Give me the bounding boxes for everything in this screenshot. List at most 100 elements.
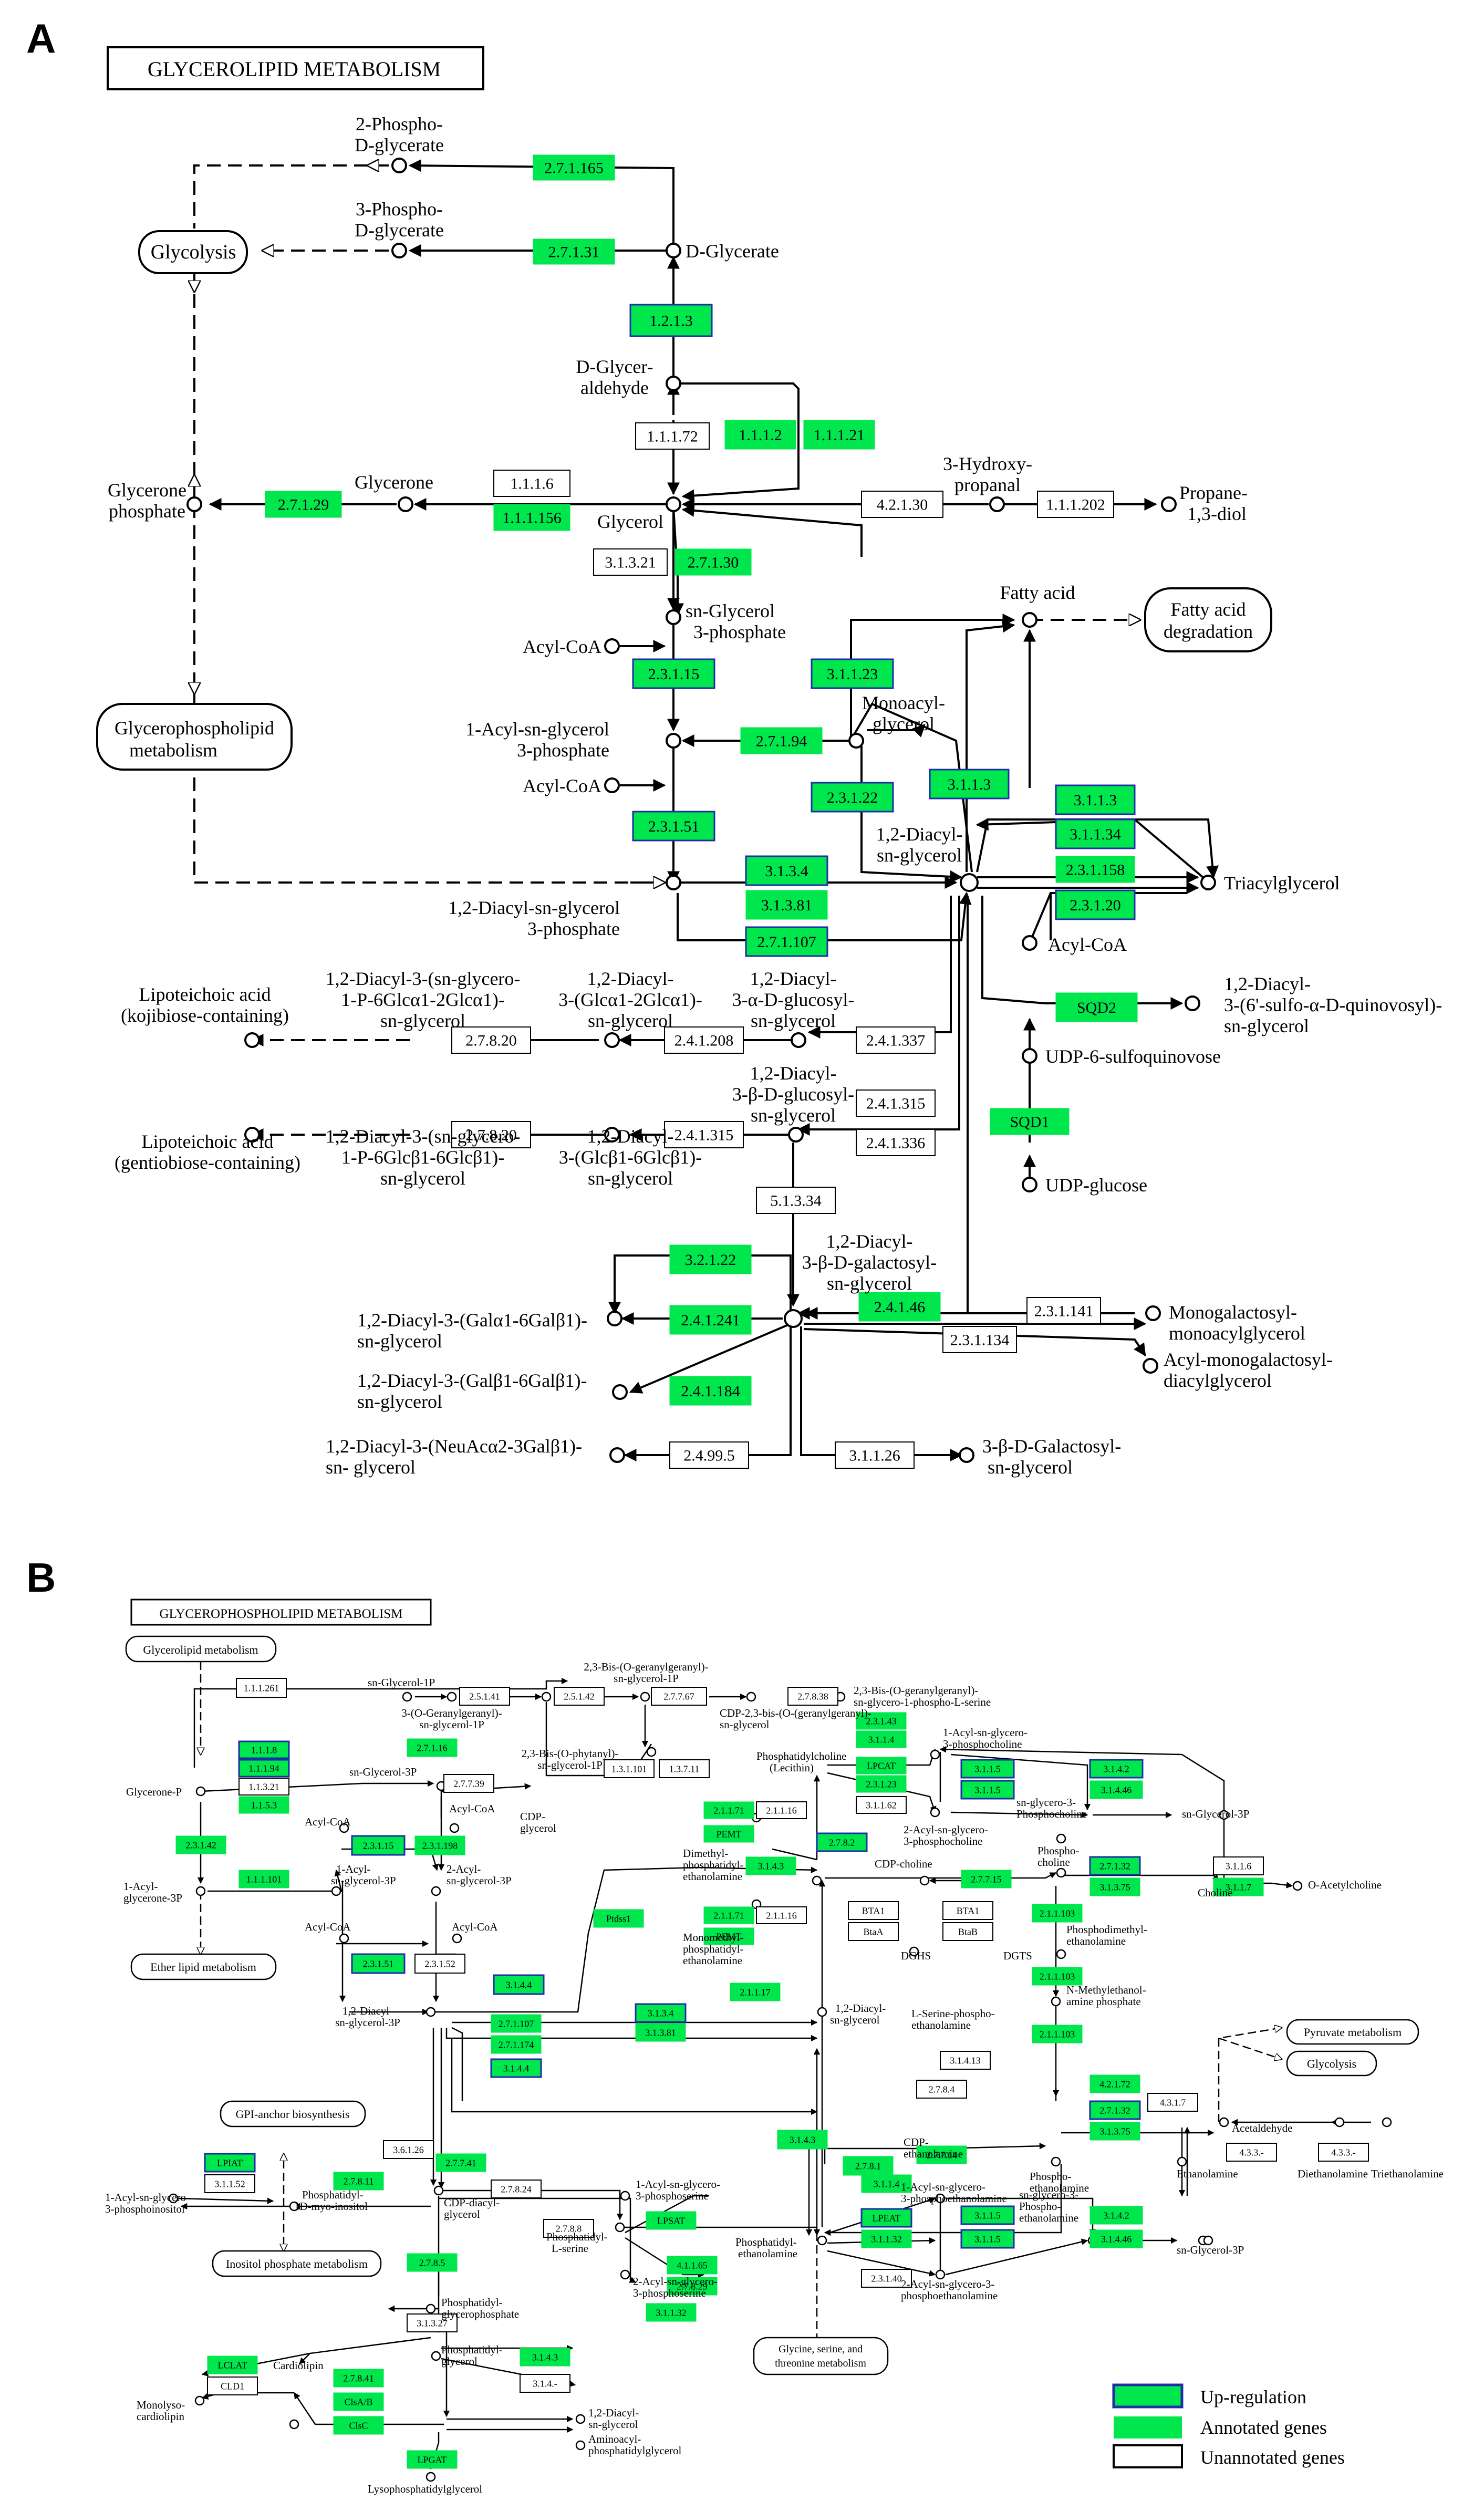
enzyme-e23120[interactable]: 2.3.1.20 — [1055, 889, 1136, 920]
enzyme-e3143c[interactable]: 3.1.4.3 — [520, 2348, 570, 2367]
enzyme-e11194[interactable]: 1.1.1.94 — [238, 1759, 290, 1778]
enzyme-e31132b[interactable]: 3.1.1.32 — [861, 2229, 912, 2248]
enzyme-lpsat[interactable]: LPSAT — [646, 2211, 697, 2230]
enzyme-e211171b[interactable]: 2.1.1.71 — [703, 1906, 754, 1924]
enzyme-e41165[interactable]: 4.1.1.65 — [667, 2256, 718, 2275]
enzyme-e3114b[interactable]: 3.1.1.4 — [861, 2174, 912, 2193]
enzyme-lpiat[interactable]: LPIAT — [204, 2153, 256, 2173]
enzyme-e23151[interactable]: 2.3.1.51 — [632, 811, 715, 842]
enzyme-pemt1[interactable]: PEMT — [703, 1825, 754, 1843]
enzyme-e31152[interactable]: 3.1.1.52 — [204, 2174, 255, 2193]
enzyme-e31375b[interactable]: 3.1.3.75 — [1089, 2122, 1140, 2141]
enzyme-e211117[interactable]: 2.1.1.17 — [730, 1983, 781, 2001]
enzyme-e111202[interactable]: 1.1.1.202 — [1037, 491, 1114, 518]
enzyme-e25142[interactable]: 2.5.1.42 — [554, 1687, 605, 1706]
enzyme-e24995[interactable]: 2.4.99.5 — [669, 1441, 749, 1469]
enzyme-e31462a[interactable]: 3.1.4.2 — [1089, 1759, 1144, 1779]
enzyme-ptdss1[interactable]: Ptdss1 — [593, 1909, 644, 1928]
enzyme-e31134[interactable]: 3.1.1.34 — [1055, 818, 1136, 849]
enzyme-e3115d[interactable]: 3.1.1.5 — [960, 2229, 1015, 2249]
enzyme-e31123[interactable]: 3.1.1.23 — [811, 658, 894, 689]
enzyme-e433b[interactable]: 4.3.3.- — [1318, 2143, 1369, 2162]
enzyme-e2785[interactable]: 2.7.8.5 — [407, 2253, 458, 2272]
enzyme-e314[interactable]: 3.1.4.- — [520, 2374, 570, 2393]
enzyme-e433a[interactable]: 4.3.3.- — [1226, 2143, 1277, 2162]
map-glycine-serine[interactable] — [753, 2337, 889, 2375]
enzyme-e211103b[interactable]: 2.1.1.103 — [1032, 1967, 1083, 1986]
enzyme-e241336[interactable]: 2.4.1.336 — [856, 1129, 936, 1156]
enzyme-e1116[interactable]: 1.1.1.6 — [493, 470, 570, 497]
enzyme-e27715[interactable]: 2.7.7.15 — [961, 1870, 1012, 1888]
enzyme-e231141[interactable]: 2.3.1.141 — [1026, 1297, 1101, 1324]
enzyme-e1112[interactable]: 1.1.1.2 — [724, 420, 796, 450]
enzyme-e3113a[interactable]: 3.1.1.3 — [929, 769, 1010, 800]
enzyme-e27881[interactable]: 2.7.8.1 — [843, 2156, 894, 2176]
map-glycolysis-b[interactable] — [1286, 2050, 1377, 2077]
enzyme-e27129[interactable]: 2.7.1.29 — [265, 491, 342, 518]
enzyme-e27767[interactable]: 2.7.7.67 — [651, 1687, 707, 1706]
enzyme-e27829[interactable]: 2.7.8.29 — [667, 2277, 718, 2296]
enzyme-e4317[interactable]: 4.3.1.7 — [1147, 2093, 1198, 2112]
enzyme-e27820a[interactable]: 2.7.8.20 — [451, 1026, 531, 1054]
map-fatty-acid-degradation[interactable] — [1144, 587, 1272, 652]
enzyme-e3144b[interactable]: 3.1.4.4 — [490, 2058, 542, 2078]
enzyme-e27820b[interactable]: 2.7.8.20 — [451, 1121, 531, 1148]
enzyme-bta1a[interactable]: BTA1 — [848, 1901, 899, 1920]
map-ether-lipid[interactable] — [130, 1953, 277, 1980]
enzyme-e27132a[interactable]: 2.7.1.32 — [1089, 1856, 1141, 1876]
enzyme-e211116a[interactable]: 2.1.1.16 — [756, 1801, 807, 1819]
enzyme-e23140[interactable]: 2.3.1.40 — [861, 2269, 912, 2288]
map-pyruvate[interactable] — [1286, 2019, 1419, 2045]
enzyme-bta1b[interactable]: BTA1 — [942, 1901, 993, 1920]
enzyme-e27116[interactable]: 2.7.1.16 — [407, 1738, 458, 1757]
enzyme-e31446b[interactable]: 3.1.4.46 — [1089, 2229, 1143, 2248]
enzyme-e31381[interactable]: 3.1.3.81 — [635, 2023, 686, 2042]
enzyme-clsab[interactable]: ClsA/B — [333, 2392, 384, 2411]
enzyme-e23115[interactable]: 2.3.1.15 — [632, 658, 715, 689]
enzyme-e2782[interactable]: 2.7.8.2 — [816, 1832, 868, 1852]
enzyme-e31132[interactable]: 3.1.1.32 — [646, 2303, 697, 2322]
enzyme-e241241[interactable]: 2.4.1.241 — [669, 1305, 752, 1335]
enzyme-e31321[interactable]: 3.1.3.21 — [593, 548, 668, 576]
enzyme-e2784[interactable]: 2.7.8.4 — [916, 2080, 967, 2099]
enzyme-e31462b[interactable]: 3.1.4.2 — [1089, 2206, 1143, 2225]
enzyme-e27824[interactable]: 2.7.8.24 — [491, 2180, 542, 2198]
enzyme-e27714[interactable]: 2.7.7.14 — [916, 2145, 967, 2164]
enzyme-e211103c[interactable]: 2.1.1.103 — [1032, 2025, 1083, 2043]
enzyme-e27841[interactable]: 2.7.8.41 — [333, 2369, 384, 2388]
enzyme-e3613[interactable]: 3.6.1.26 — [383, 2140, 434, 2159]
enzyme-e11321[interactable]: 1.1.3.21 — [238, 1778, 289, 1796]
enzyme-clsc[interactable]: ClsC — [333, 2416, 384, 2435]
enzyme-e1153[interactable]: 1.1.5.3 — [238, 1796, 289, 1814]
enzyme-e23123[interactable]: 2.3.1.23 — [856, 1775, 907, 1793]
enzyme-e27132b[interactable]: 2.7.1.32 — [1089, 2100, 1141, 2120]
enzyme-e3143a[interactable]: 3.1.4.3 — [745, 1856, 796, 1875]
enzyme-e111156[interactable]: 1.1.1.156 — [493, 504, 570, 531]
enzyme-e3144[interactable]: 3.1.4.4 — [493, 1974, 545, 1995]
map-glycerolipid[interactable] — [125, 1635, 277, 1663]
enzyme-e241315b[interactable]: 2.4.1.315 — [664, 1121, 744, 1148]
enzyme-e31327[interactable]: 3.1.3.27 — [407, 2313, 458, 2332]
enzyme-e27838[interactable]: 2.7.8.38 — [787, 1687, 838, 1706]
enzyme-e42130[interactable]: 4.2.1.30 — [861, 491, 943, 518]
enzyme-e3143b[interactable]: 3.1.4.3 — [777, 2130, 828, 2150]
enzyme-e31126[interactable]: 3.1.1.26 — [835, 1441, 915, 1469]
enzyme-e1118[interactable]: 1.1.1.8 — [238, 1740, 290, 1759]
enzyme-e23152[interactable]: 2.3.1.52 — [414, 1954, 465, 1974]
enzyme-e11172[interactable]: 1.1.1.72 — [635, 422, 710, 450]
enzyme-e27811[interactable]: 2.7.8.11 — [333, 2172, 384, 2191]
enzyme-lpeat[interactable]: LPEAT — [860, 2208, 912, 2228]
enzyme-e241315a[interactable]: 2.4.1.315 — [856, 1089, 936, 1117]
enzyme-e2778[interactable]: 2.7.7.39 — [443, 1774, 494, 1793]
enzyme-e27741[interactable]: 2.7.7.41 — [435, 2153, 486, 2172]
enzyme-e231158[interactable]: 2.3.1.158 — [1055, 856, 1135, 883]
enzyme-pemt2[interactable]: PEMT — [703, 1927, 754, 1945]
enzyme-e51334[interactable]: 5.1.3.34 — [756, 1187, 836, 1214]
enzyme-e211103a[interactable]: 2.1.1.103 — [1032, 1904, 1083, 1923]
enzyme-e13711[interactable]: 1.3.7.11 — [659, 1759, 710, 1778]
enzyme-e23151[interactable]: 2.3.1.51 — [351, 1953, 406, 1974]
enzyme-e241337[interactable]: 2.4.1.337 — [856, 1026, 936, 1054]
enzyme-e11121[interactable]: 1.1.1.21 — [803, 420, 875, 450]
enzyme-btab[interactable]: BtaB — [942, 1922, 993, 1941]
enzyme-e314134[interactable]: 3.1.4.13 — [940, 2051, 991, 2070]
